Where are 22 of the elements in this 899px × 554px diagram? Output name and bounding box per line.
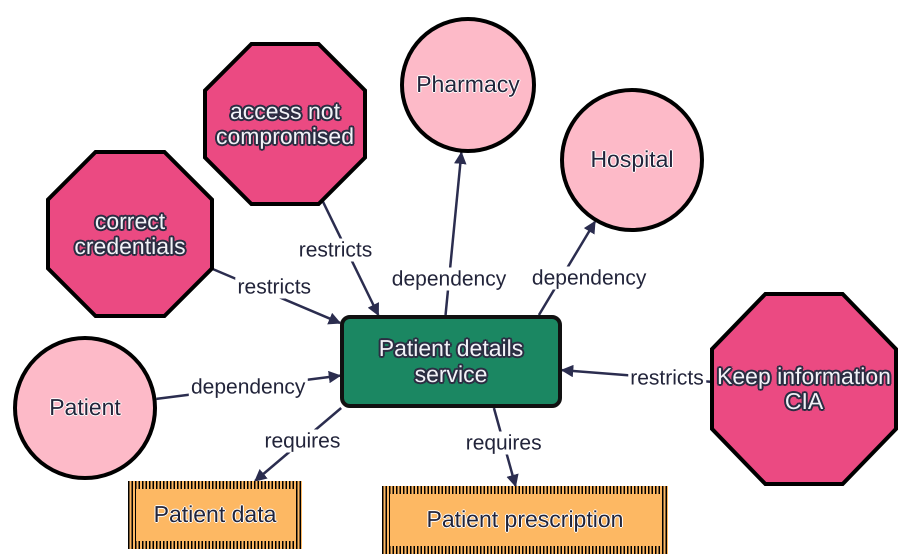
octagon-node xyxy=(712,294,896,484)
edge-label: dependency xyxy=(390,268,508,291)
hatched-box xyxy=(128,481,302,549)
node-label: correct credentials xyxy=(73,208,187,260)
octagon-node xyxy=(48,152,212,316)
hatched-box xyxy=(382,486,668,554)
circle-node xyxy=(400,17,536,153)
octagon-node xyxy=(205,44,365,204)
node-label: Hospital xyxy=(590,147,674,173)
node-label: Patient prescription xyxy=(426,507,624,533)
circle-node xyxy=(560,88,704,232)
node-label: Keep information CIA xyxy=(716,364,892,414)
node-label: Pharmacy xyxy=(416,72,520,98)
circle-node xyxy=(13,336,157,480)
edge-label: dependency xyxy=(530,266,648,290)
node-label: Patient xyxy=(49,395,121,421)
node-label: Patient details service xyxy=(378,336,524,387)
process-box xyxy=(340,315,562,408)
node-label: access not compromised xyxy=(214,98,356,150)
edge-label: restricts xyxy=(236,274,314,298)
node-label: Patient data xyxy=(154,502,276,528)
edge-label: dependency xyxy=(188,376,308,399)
